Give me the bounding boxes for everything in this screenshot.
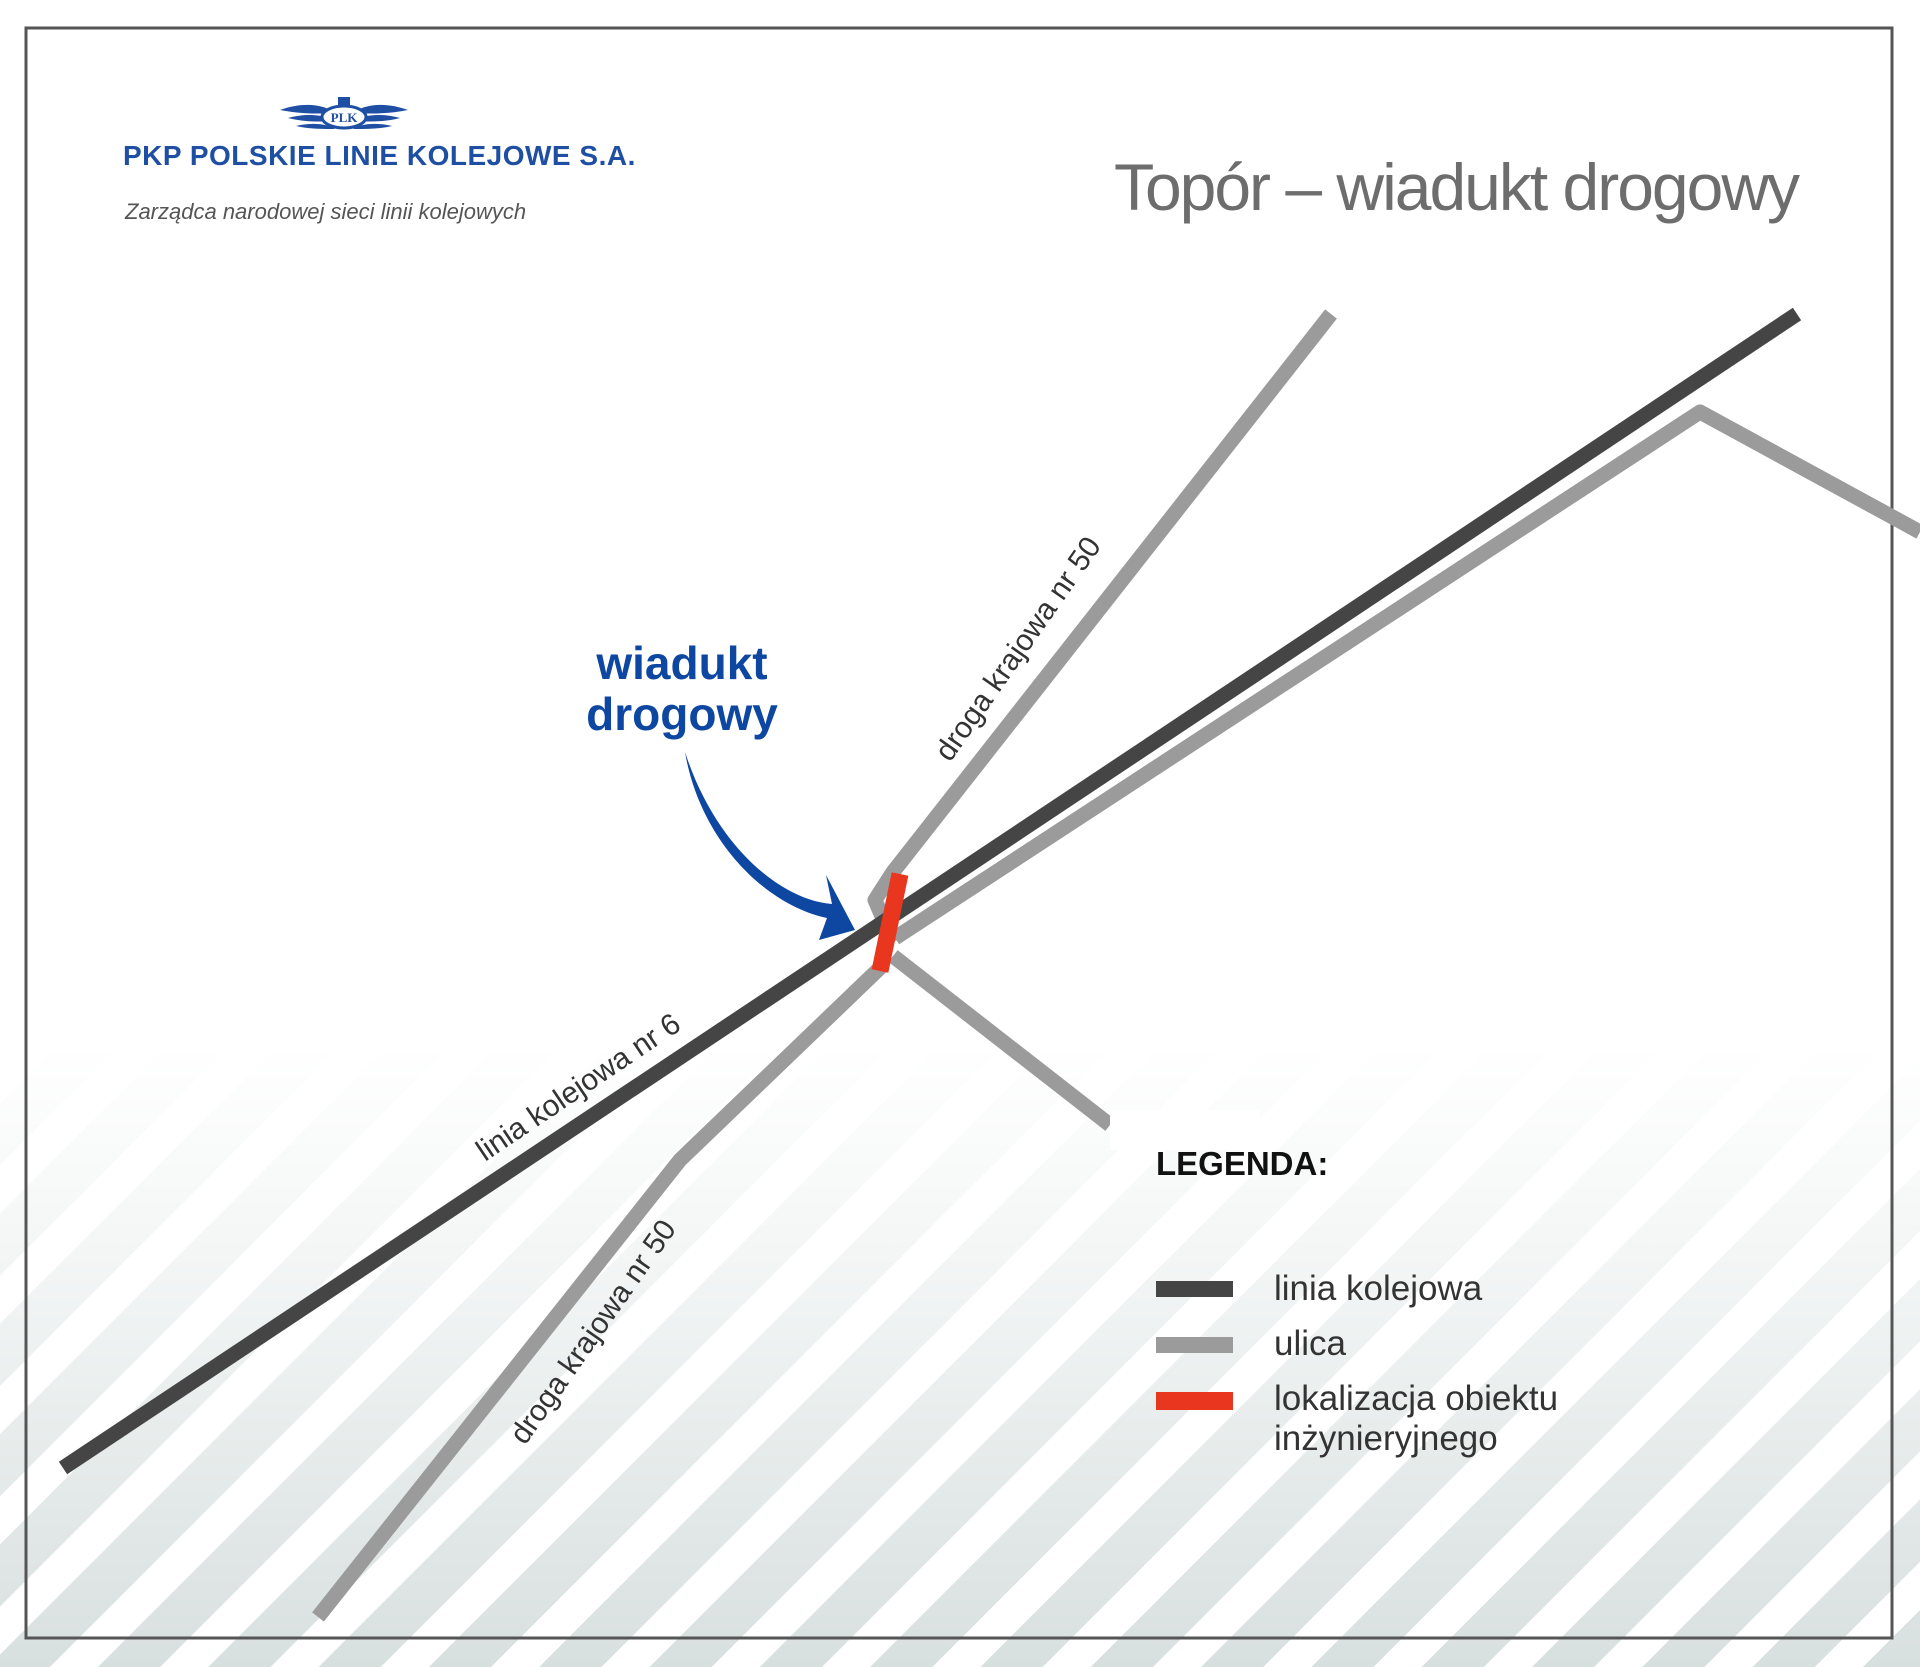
callout-line-1: wiadukt (595, 637, 767, 689)
railway-swatch (1156, 1281, 1233, 1297)
callout-line-2: drogowy (586, 688, 778, 740)
legend-item-railway: linia kolejowa (1156, 1269, 1483, 1308)
viaduct-location (871, 872, 909, 973)
logo-monogram: PLK (331, 110, 359, 125)
map-frame (24, 26, 1894, 1640)
legend-label-railway: linia kolejowa (1274, 1269, 1483, 1308)
street-southeast (888, 950, 1115, 1131)
road-dk50-south (312, 959, 889, 1622)
legend-item-structure: lokalizacja obiektu inżynieryjnego (1156, 1379, 1558, 1458)
road-label-north: droga krajowa nr 50 (929, 531, 1108, 767)
legend: LEGENDA: linia kolejowa ulica lokalizacj… (1156, 1145, 1558, 1458)
railway-line-6 (58, 307, 1802, 1475)
legend-item-street: ulica (1156, 1324, 1347, 1363)
page-title: Topór – wiadukt drogowy (1114, 150, 1800, 224)
plk-logo: PLK PKP POLSKIE LINIE KOLEJOWE S.A. Zarz… (123, 97, 636, 224)
legend-label-structure-1: lokalizacja obiektu (1274, 1379, 1558, 1418)
road-dk50-north (867, 309, 1337, 945)
legend-title: LEGENDA: (1156, 1145, 1328, 1182)
callout-arrow-icon (685, 752, 855, 940)
organization-name: PKP POLSKIE LINIE KOLEJOWE S.A. (123, 140, 636, 171)
organization-tagline: Zarządca narodowej sieci linii kolejowyc… (124, 199, 526, 224)
street-east (890, 404, 1920, 945)
winged-emblem-icon (280, 97, 408, 130)
legend-label-structure-2: inżynieryjnego (1274, 1419, 1498, 1458)
street-swatch (1156, 1337, 1233, 1353)
structure-swatch (1156, 1392, 1233, 1410)
background-stripes (0, 1040, 1920, 1667)
street-cover (1110, 1110, 1260, 1150)
legend-label-street: ulica (1274, 1324, 1347, 1363)
